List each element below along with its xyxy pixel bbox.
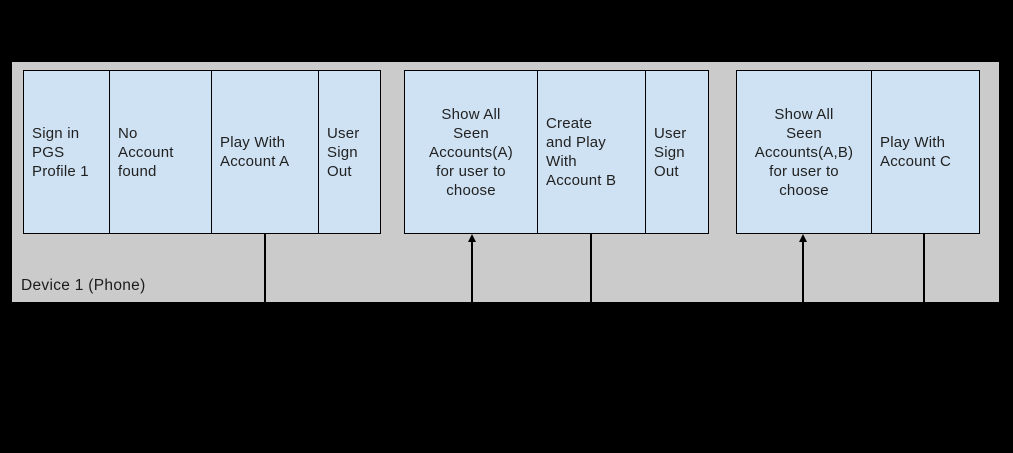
connector-line (802, 240, 804, 302)
box-sign-in-pgs-profile-1: Sign in PGS Profile 1 (23, 70, 110, 234)
box-label: Play With Account C (880, 134, 951, 170)
box-create-play-account-b: Create and Play With Account B (537, 70, 646, 234)
box-show-seen-accounts-a: Show All Seen Accounts(A) for user to ch… (404, 70, 538, 234)
flow-group-3: Show All Seen Accounts(A,B) for user to … (736, 70, 980, 234)
device-lane-label: Device 1 (Phone) (21, 277, 146, 294)
connector-line (264, 234, 266, 302)
flow-group-1: Sign in PGS Profile 1 No Account found P… (23, 70, 381, 234)
arrow-up-icon (468, 234, 476, 242)
connector-to-show-seen-accounts-ab (799, 234, 807, 302)
box-label: Show All Seen Accounts(A) for user to ch… (429, 105, 513, 199)
box-label: Sign in PGS Profile 1 (32, 124, 89, 180)
box-show-seen-accounts-ab: Show All Seen Accounts(A,B) for user to … (736, 70, 872, 234)
box-label: Create and Play With Account B (546, 115, 617, 189)
connector-line (590, 234, 592, 302)
box-label: Play With Account A (220, 134, 290, 170)
box-label: No Account found (118, 124, 174, 180)
box-play-with-account-c: Play With Account C (871, 70, 980, 234)
connector-line (471, 240, 473, 302)
box-user-sign-out-1: User Sign Out (318, 70, 381, 234)
box-label: User Sign Out (327, 124, 360, 180)
connector-from-play-account-c (923, 234, 925, 302)
box-label: Show All Seen Accounts(A,B) for user to … (754, 105, 854, 199)
flow-group-2: Show All Seen Accounts(A) for user to ch… (404, 70, 709, 234)
connector-from-play-account-a (264, 234, 266, 302)
device-lane: Sign in PGS Profile 1 No Account found P… (12, 62, 999, 302)
box-user-sign-out-2: User Sign Out (645, 70, 709, 234)
connector-to-show-seen-accounts-a (468, 234, 476, 302)
connector-line (923, 234, 925, 302)
box-no-account-found: No Account found (109, 70, 212, 234)
box-play-with-account-a: Play With Account A (211, 70, 319, 234)
connector-from-create-play-account-b (590, 234, 592, 302)
arrow-up-icon (799, 234, 807, 242)
box-label: User Sign Out (654, 124, 687, 180)
